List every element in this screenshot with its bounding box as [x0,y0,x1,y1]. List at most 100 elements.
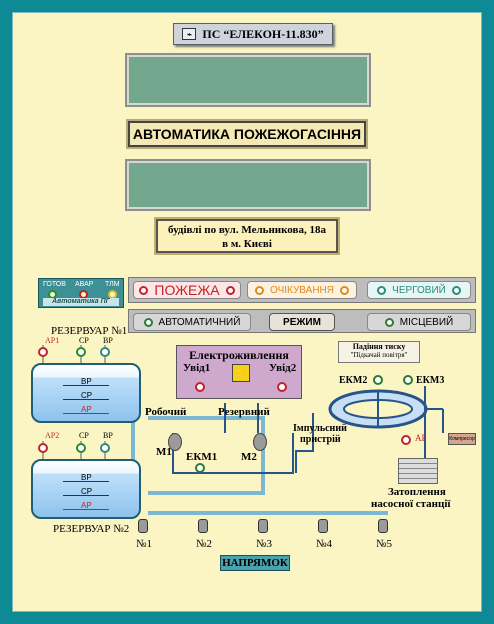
pressure-subtitle: "Підкачай повітря" [350,351,408,359]
power-input1-led [195,382,205,392]
automatic-mode[interactable]: АВТОМАТИЧНИЙ [133,313,251,331]
power-input2-label: Увід2 [269,362,297,374]
power-input1-label: Увід1 [183,362,211,374]
direction-button[interactable]: НАПРЯМОК [220,555,290,571]
pump-working-label: Робочий [145,406,187,418]
flooding-label-line2: насосної станції [371,498,451,510]
reservoir1-sr-led [76,347,86,357]
device-icon: ⌁ [182,28,197,40]
reservoir1-ap1-label: АР1 [45,336,60,345]
flooding-led-label: АР [415,433,427,443]
reservoir2-tank: ВР СР АР [31,459,141,519]
device-title: ⌁ ПС “ЕЛЕКОН-11.830” [173,23,333,45]
direction1-label: №1 [136,538,152,550]
reservoir2-level-sr: СР [81,487,93,496]
reservoir1-level-sr: СР [81,391,93,400]
waiting-led-left [255,285,265,295]
fire-label: ПОЖЕЖА [154,282,220,298]
status-block: ГОТОВ АВАР ТЛМ Автоматика ПГ [38,278,124,308]
automatic-led [143,317,153,327]
fire-indicator[interactable]: ПОЖЕЖА [133,281,241,299]
waiting-indicator[interactable]: ОЧІКУВАННЯ [247,281,357,299]
lcd-display-top [127,55,369,105]
ekm2-label: ЕКМ2 [339,375,368,386]
pump-reserve-label: Резервний [218,406,270,418]
reservoir2-title: РЕЗЕРВУАР №2 [53,523,130,535]
pump-m1-icon[interactable] [168,433,182,451]
indicator-row-state: ПОЖЕЖА ОЧІКУВАННЯ ЧЕРГОВИЙ [128,277,476,303]
reservoir2-level-vr: ВР [81,473,92,482]
waiting-label: ОЧІКУВАННЯ [270,284,334,296]
pump-m2-label: М2 [241,451,257,463]
control-panel: ⌁ ПС “ЕЛЕКОН-11.830” АВТОМАТИКА ПОЖЕЖОГА… [12,12,482,612]
control-lines [172,403,314,474]
flooding-icon [398,458,438,484]
reservoir1-title: РЕЗЕРВУАР №1 [51,325,128,337]
pipe-diagram [42,345,444,515]
pipe-main-loop [148,416,265,495]
reservoir1-tank: ВР СР АР [31,363,141,423]
pressure-drop-box: Падіння тиску "Підкачай повітря" [338,341,420,363]
ekm1-led [195,463,205,473]
status-ready-label: ГОТОВ [43,281,66,288]
direction4-label: №4 [316,538,332,550]
lcd-display-bottom [127,161,369,209]
page-title: АВТОМАТИКА ПОЖЕЖОГАСІННЯ [128,121,366,147]
ekm3-led [403,375,413,385]
address-line1: будівлі по вул. Мельникова, 18а [168,224,326,236]
direction5-valve-icon[interactable] [378,519,388,533]
address-line2: в м. Києві [222,238,272,250]
ekm3-label: ЕКМ3 [416,375,445,386]
direction2-valve-icon[interactable] [198,519,208,533]
direction3-valve-icon[interactable] [258,519,268,533]
compressor-box: Компресор [448,433,476,445]
high-voltage-icon: ⚡ [232,364,250,382]
fire-led-left [139,285,149,295]
local-mode[interactable]: МІСЦЕВИЙ [367,313,471,331]
reservoir2-ap2-label: АР2 [45,431,60,440]
status-alarm-label: АВАР [75,281,94,288]
flooding-label-line1: Затоплення [388,486,446,498]
duty-led-left [377,285,387,295]
impulse-label-line2: пристрій [300,434,341,445]
duty-indicator[interactable]: ЧЕРГОВИЙ [367,281,471,299]
mode-label-box: РЕЖИМ [269,313,335,331]
power-supply-box: Електроживлення Увід1 Увід2 ⚡ [176,345,302,399]
reservoir2-sr-label: СР [79,431,89,440]
impulse-label-line1: Імпульсний [293,423,347,434]
direction4-valve-icon[interactable] [318,519,328,533]
ekm1-label: ЕКМ1 [186,451,218,463]
automatic-label: АВТОМАТИЧНИЙ [158,316,241,328]
directions-group: №1 №2 №3 №4 №5 [13,13,483,613]
reservoir1-ap1-led [38,347,48,357]
direction2-label: №2 [196,538,212,550]
reservoir2-level-ar: АР [81,501,92,510]
local-led [384,317,394,327]
local-label: МІСЦЕВИЙ [399,316,454,328]
duty-label: ЧЕРГОВИЙ [392,284,446,296]
reservoir1-level-ar: АР [81,405,92,414]
reservoir1-vr-led [100,347,110,357]
reservoir1-vr-label: ВР [103,336,113,345]
pump-m2-icon[interactable] [253,433,267,451]
direction3-label: №3 [256,538,272,550]
device-title-text: ПС “ЕЛЕКОН-11.830” [202,26,324,41]
reservoir1-sr-label: СР [79,336,89,345]
reservoir2-vr-label: ВР [103,431,113,440]
direction5-label: №5 [376,538,392,550]
reservoir2-vr-led [100,443,110,453]
status-footer: Автоматика ПГ [43,298,119,306]
direction1-valve-icon[interactable] [138,519,148,533]
fire-led-right [225,285,235,295]
power-title: Електроживлення [189,348,289,362]
reservoir2-sr-led [76,443,86,453]
duty-led-right [451,285,461,295]
waiting-led-right [339,285,349,295]
power-input2-led [277,382,287,392]
pump-m1-label: М1 [156,446,172,458]
status-tlm-label: ТЛМ [105,281,120,288]
indicator-row-mode: АВТОМАТИЧНИЙ РЕЖИМ МІСЦЕВИЙ [128,309,476,333]
mode-label: РЕЖИМ [283,316,321,328]
flooding-led [401,435,411,445]
pressure-led [373,375,383,385]
